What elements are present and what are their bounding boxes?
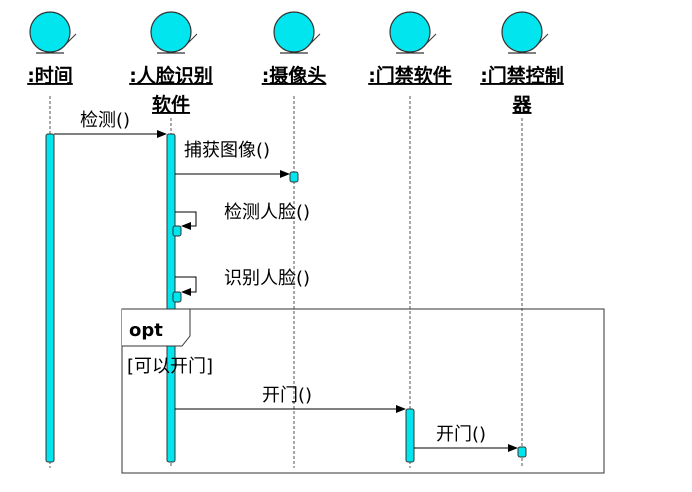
entity-icon-time: [29, 11, 77, 54]
participant-label-door-controller-line1: :门禁控制: [480, 64, 564, 87]
entity-icon-door-software: [389, 11, 437, 54]
opt-fragment-tab: [122, 308, 191, 347]
message-arrow-recognize-face: [175, 276, 197, 293]
participant-label-door-controller-line2: 器: [511, 94, 532, 116]
message-label-detect-face: 检测人脸(): [224, 202, 310, 223]
activation-bar-door-controller: [517, 446, 527, 458]
activation-bar-door-software: [405, 408, 415, 463]
opt-fragment-frame: [121, 308, 605, 474]
activation-bar-time: [45, 133, 55, 463]
participant-label-time: :时间: [27, 65, 73, 87]
participant-label-face-recognition-software-line1: :人脸识别: [129, 64, 213, 87]
arrowhead: [508, 444, 518, 452]
arrowhead: [157, 130, 167, 138]
opt-fragment-guard: [可以开门]: [127, 356, 213, 377]
arrowhead: [396, 405, 406, 413]
activation-bar-self-detect: [172, 225, 182, 237]
participant-label-face-recognition-software-line2: 软件: [152, 93, 190, 116]
entity-icon-face-recognition-software: [150, 11, 198, 54]
participant-label-camera: :摄像头: [262, 64, 327, 87]
participant-label-door-software: :门禁软件: [368, 64, 452, 87]
arrowhead: [181, 222, 191, 230]
message-label-detect: 检测(): [80, 110, 130, 131]
activation-bar-camera: [289, 171, 299, 183]
activation-bar-self-recognize: [172, 291, 182, 303]
message-label-open-door-1: 开门(): [262, 385, 312, 406]
entity-icon-door-controller: [501, 11, 549, 54]
arrowhead: [181, 288, 191, 296]
message-label-open-door-2: 开门(): [436, 424, 486, 445]
message-arrow-detect-face: [175, 211, 197, 227]
message-label-capture-image: 捕获图像(): [184, 140, 270, 161]
entity-icon-camera: [273, 11, 321, 54]
arrowhead: [280, 170, 290, 178]
message-label-recognize-face: 识别人脸(): [224, 268, 310, 289]
opt-fragment-operator: opt: [129, 320, 163, 341]
